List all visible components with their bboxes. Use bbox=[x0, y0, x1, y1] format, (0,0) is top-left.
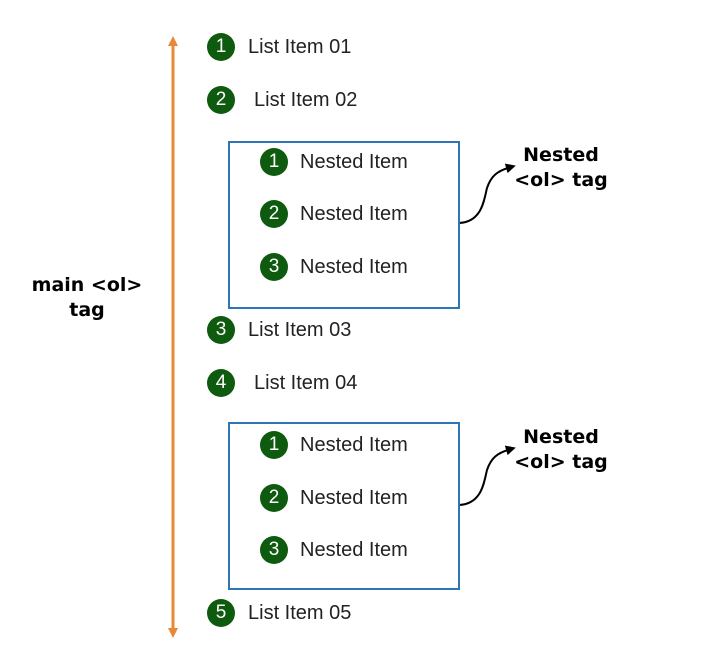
nested-item-label: Nested Item bbox=[300, 486, 408, 509]
list-item-02: 2 List Item 02 bbox=[207, 85, 357, 115]
nested-item-label: Nested Item bbox=[300, 538, 408, 561]
list-item-01: 1 List Item 01 bbox=[207, 32, 351, 62]
nested-ol-caption-2: Nested <ol> tag bbox=[506, 425, 616, 475]
list-number-badge: 1 bbox=[207, 33, 235, 61]
list-number-badge: 3 bbox=[207, 316, 235, 344]
nested-item: 1 Nested Item bbox=[260, 430, 408, 460]
nested-ol-caption-line1: Nested bbox=[523, 144, 599, 166]
main-ol-caption: main <ol> tag bbox=[22, 273, 152, 323]
list-number-badge: 2 bbox=[260, 200, 288, 228]
nested-ol-caption-line2: <ol> tag bbox=[514, 169, 608, 191]
list-number-badge: 2 bbox=[260, 484, 288, 512]
nested-item: 3 Nested Item bbox=[260, 252, 408, 282]
nested-item-label: Nested Item bbox=[300, 202, 408, 225]
list-number-badge: 1 bbox=[260, 148, 288, 176]
list-item-03: 3 List Item 03 bbox=[207, 315, 351, 345]
list-item-label: List Item 03 bbox=[248, 318, 352, 341]
nested-item: 2 Nested Item bbox=[260, 483, 408, 513]
list-item-label: List Item 01 bbox=[248, 35, 352, 58]
nested-item: 3 Nested Item bbox=[260, 535, 408, 565]
list-number-badge: 2 bbox=[207, 86, 235, 114]
list-number-badge: 3 bbox=[260, 536, 288, 564]
list-number-badge: 3 bbox=[260, 253, 288, 281]
nested-item: 2 Nested Item bbox=[260, 199, 408, 229]
nested-ol-connector-1 bbox=[458, 163, 516, 224]
nested-ol-caption-1: Nested <ol> tag bbox=[506, 143, 616, 193]
list-number-badge: 1 bbox=[260, 431, 288, 459]
nested-ol-caption-line2: <ol> tag bbox=[514, 451, 608, 473]
list-item-label: List Item 02 bbox=[254, 88, 358, 111]
nested-item-label: Nested Item bbox=[300, 150, 408, 173]
main-ol-caption-line2: tag bbox=[69, 299, 105, 321]
list-item-label: List Item 04 bbox=[254, 371, 358, 394]
list-item-04: 4 List Item 04 bbox=[207, 368, 357, 398]
list-number-badge: 5 bbox=[207, 599, 235, 627]
nested-ol-caption-line1: Nested bbox=[523, 426, 599, 448]
list-item-05: 5 List Item 05 bbox=[207, 598, 351, 628]
nested-item-label: Nested Item bbox=[300, 433, 408, 456]
nested-item-label: Nested Item bbox=[300, 255, 408, 278]
nested-item: 1 Nested Item bbox=[260, 147, 408, 177]
list-number-badge: 4 bbox=[207, 369, 235, 397]
list-item-label: List Item 05 bbox=[248, 601, 352, 624]
nested-ol-connector-2 bbox=[458, 445, 516, 506]
main-ol-caption-line1: main <ol> bbox=[31, 274, 143, 296]
